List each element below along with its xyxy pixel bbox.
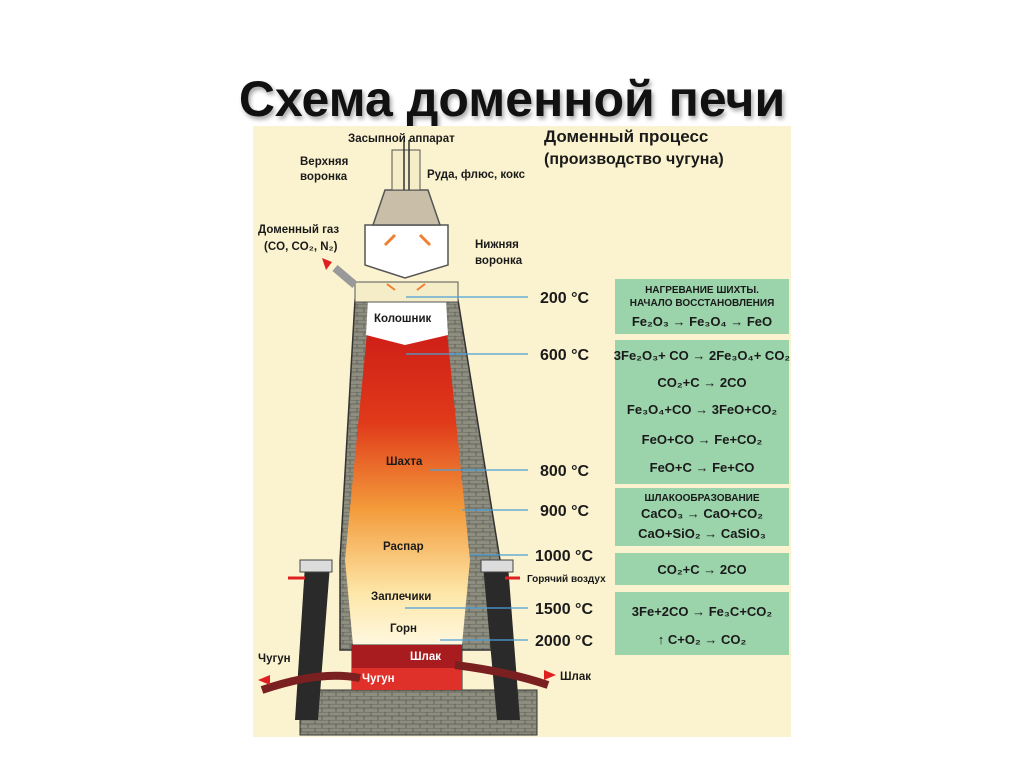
temp-1500: 1500 °C (535, 601, 593, 618)
box-reduction (615, 340, 789, 484)
reduction-eq-4: FeO+CO → Fe+CO₂ (642, 432, 763, 447)
label-hot-air: Горячий воздух (527, 574, 606, 585)
label-throat: Колошник (374, 313, 432, 325)
throat-zone (366, 300, 448, 345)
label-shaft: Шахта (386, 456, 423, 468)
box-heating-title-2: НАЧАЛО ВОССТАНОВЛЕНИЯ (630, 298, 775, 309)
label-lower-hopper-1: Нижняя (475, 239, 519, 251)
slag-eq-1: CaCO₃ → CaO+CO₂ (641, 506, 763, 521)
charge-fall-icon (386, 283, 426, 291)
lower-hopper (364, 224, 449, 279)
gas-pipe (332, 264, 358, 289)
iron-pipe (260, 671, 361, 694)
slide-title: Схема доменной печи (238, 71, 786, 127)
upper-hopper (371, 189, 442, 226)
box-carburization (615, 592, 789, 655)
label-charging-device: Засыпной аппарат (348, 133, 455, 145)
co-eq: CO₂+C → 2CO (657, 562, 746, 577)
right-column (483, 565, 520, 720)
iron-arrow-icon (258, 675, 270, 685)
furnace-interior (345, 302, 470, 645)
diagram-heading-1: Доменный процесс (544, 127, 708, 146)
label-charge: Руда, флюс, кокс (427, 169, 526, 181)
box-slag (615, 488, 789, 546)
label-belly: Распар (383, 541, 424, 553)
box-heating-eq: Fe₂O₃ → Fe₃O₄ → FeO (632, 314, 772, 329)
diagram-heading-2: (производство чугуна) (544, 151, 724, 168)
gas-arrow-icon (322, 258, 332, 270)
temp-1000: 1000 °C (535, 548, 593, 565)
box-heating (615, 279, 789, 334)
temp-2000: 2000 °C (535, 633, 593, 650)
label-hearth: Горн (390, 623, 417, 635)
slag-arrow-icon (544, 670, 556, 680)
label-slag-out: Шлак (560, 671, 591, 683)
label-iron-out: Чугун (258, 653, 291, 665)
box-slag-title: ШЛАКООБРАЗОВАНИЕ (644, 493, 759, 504)
carb-eq-2: ↑ C+O₂ → CO₂ (658, 632, 747, 647)
label-upper-hopper-1: Верхняя (300, 156, 348, 168)
label-iron-inner: Чугун (362, 673, 395, 685)
iron-layer (352, 668, 462, 690)
box-heating-title-1: НАГРЕВАНИЕ ШИХТЫ. (645, 285, 759, 296)
temp-900: 900 °C (540, 503, 590, 520)
slag-eq-2: CaO+SiO₂ → CaSiO₃ (638, 526, 766, 541)
label-furnace-gas-formula: (CO, CO₂, N₂) (264, 241, 338, 253)
reduction-eq-5: FeO+C → Fe+CO (650, 460, 755, 475)
label-furnace-gas: Доменный газ (258, 224, 339, 236)
slag-pipe (454, 661, 550, 689)
reduction-eq-1: 3Fe₂O₃+ CO → 2Fe₃O₄+ CO₂ (614, 348, 791, 363)
label-bosh: Заплечики (371, 591, 431, 603)
label-upper-hopper-2: воронка (300, 171, 348, 183)
label-slag-inner: Шлак (410, 651, 441, 663)
reduction-eq-3: Fe₃O₄+CO → 3FeO+CO₂ (627, 402, 777, 417)
temp-800: 800 °C (540, 463, 590, 480)
temp-600: 600 °C (540, 347, 590, 364)
label-lower-hopper-2: воронка (475, 255, 523, 267)
temp-200: 200 °C (540, 290, 590, 307)
charge-arrow-icon (383, 233, 432, 247)
reduction-eq-2: CO₂+C → 2CO (657, 375, 746, 390)
slag-layer (352, 645, 462, 668)
carb-eq-1: 3Fe+2CO → Fe₃C+CO₂ (632, 604, 773, 619)
box-co (615, 553, 789, 585)
